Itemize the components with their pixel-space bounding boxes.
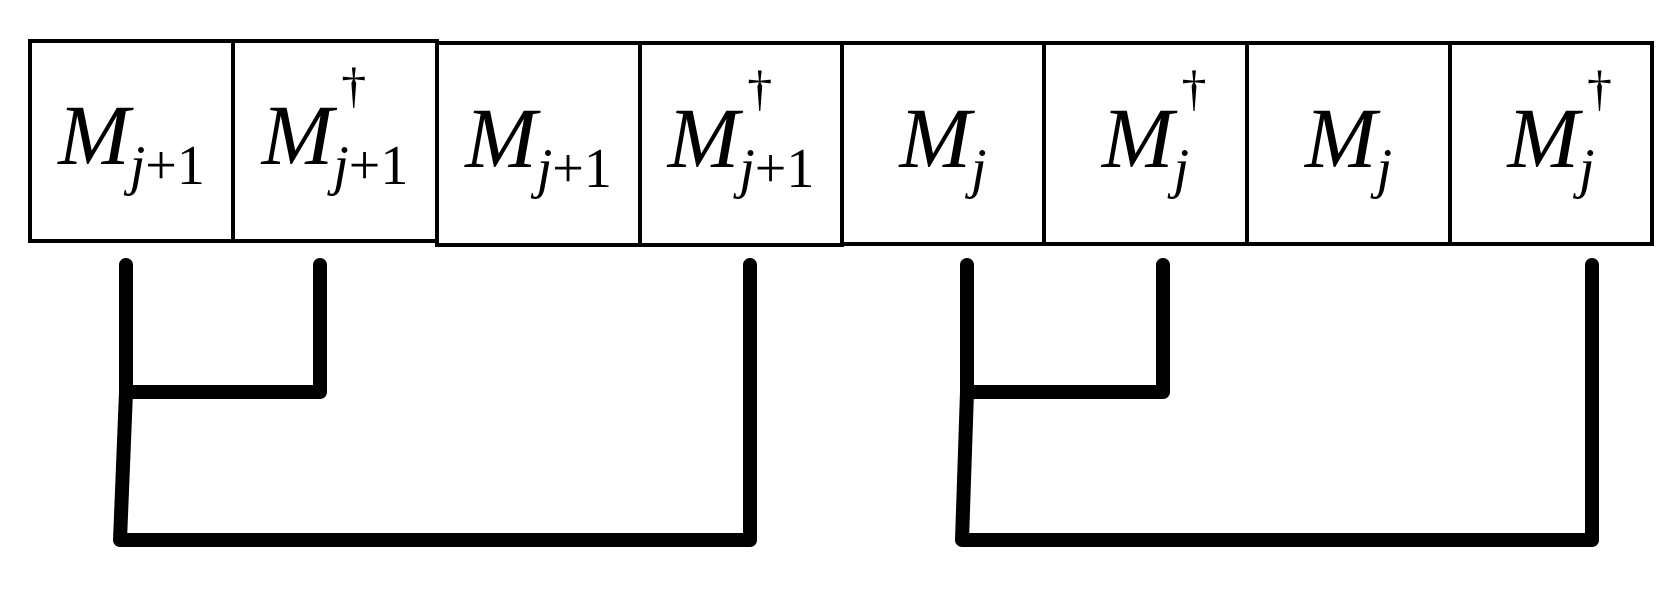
cell-m-j-b: M j [1245,41,1452,246]
dagger-superscript: † [1587,59,1613,116]
operator-symbol: M † j [1101,63,1207,197]
operator-base: M [465,90,537,186]
cell-m-j-plus-1-b: M j+1 [435,41,642,247]
subscript-index: j [536,138,553,200]
dagger-superscript: † [341,57,367,113]
subscript-offset: +1 [754,138,815,200]
subscript-index: j [1173,137,1190,200]
cell-m-dagger-j-a: M † j [1042,41,1249,246]
bracket-group-1-inner [119,258,327,399]
operator-symbol: M j [899,89,987,197]
operator-scripts: † j [1579,63,1612,197]
operator-symbol: M j+1 [58,87,205,194]
operator-symbol: M j+1 [465,90,612,197]
subscript: j+1 [130,138,205,194]
cell-m-dagger-j-plus-1-a: M † j+1 [231,39,439,243]
operator-symbol: M † j+1 [261,60,409,194]
operator-scripts: † j+1 [739,63,814,197]
subscript-index: j [129,135,146,197]
subscript: j [971,141,987,197]
subscript-offset: +1 [348,135,409,197]
operator-scripts: j+1 [537,121,612,197]
subscript: j+1 [739,141,814,197]
subscript-index: j [1579,137,1595,200]
operator-symbol: M † j [1507,63,1612,197]
subscript-index: j [971,137,987,200]
subscript: j [1579,141,1595,197]
cell-m-dagger-j-b: M † j [1448,41,1654,246]
dagger-superscript: † [1181,59,1207,116]
operator-base: M [1304,89,1377,186]
bracket-group-2-inner [960,258,1170,399]
operator-scripts: j+1 [130,118,205,194]
operator-base: M [899,89,971,186]
subscript-index: j [739,138,755,200]
operator-scripts: † j [1174,63,1207,197]
subscript: j+1 [333,138,408,194]
subscript: j+1 [537,141,612,197]
subscript: j [1174,141,1190,197]
subscript-offset: +1 [145,135,205,197]
operator-scripts: j [1377,121,1393,197]
operator-base: M [1507,89,1579,186]
dagger-superscript: † [747,60,773,116]
operator-scripts: † j+1 [333,60,408,194]
subscript: j [1377,141,1393,197]
operator-base: M [261,87,334,183]
subscript-index: j [1376,137,1393,200]
cell-m-j-plus-1-a: M j+1 [28,39,235,243]
subscript-index: j [333,135,349,197]
operator-base: M [58,87,130,183]
bracket-group-2-outer [955,258,1599,547]
subscript-offset: +1 [552,138,612,200]
operator-base: M [667,90,740,186]
cell-m-dagger-j-plus-1-b: M † j+1 [638,41,844,247]
operator-scripts: j [971,121,987,197]
bracket-group-1-outer [113,258,757,547]
operator-symbol: M j [1304,89,1393,197]
operator-symbol: M † j+1 [667,63,815,197]
cell-m-j-a: M j [840,41,1046,246]
operator-base: M [1101,89,1174,186]
